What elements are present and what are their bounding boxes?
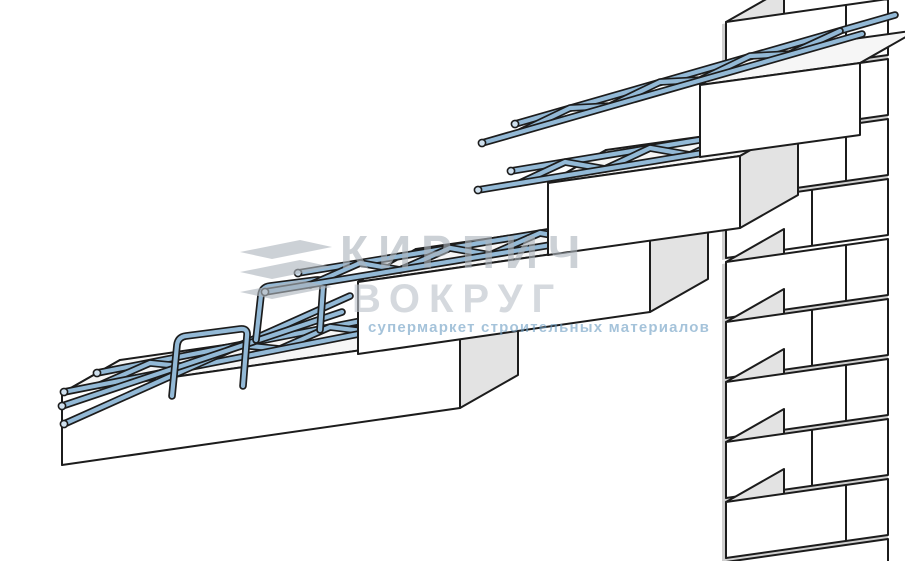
wire-end-cap [473,185,483,195]
reinforcement-truss-top [477,15,895,148]
wire-end-cap [510,119,520,129]
brick-course [725,478,889,559]
brick-course [725,538,889,561]
watermark: КИРПИЧ ВОКРУГ супермаркет строительных м… [240,226,710,336]
brick-front-face [547,155,741,256]
brick-front-face [699,62,861,158]
brick-front-face [61,335,461,466]
wire-end-cap [92,368,102,378]
wire-end-cap [57,401,67,411]
reinforcement-truss-upper [473,127,778,195]
watermark-brand-line2: ВОКРУГ [352,277,563,321]
wire-end-cap [59,387,69,397]
reinforcement-truss-bottom [57,280,503,429]
watermark-brand-line1: КИРПИЧ [340,226,590,278]
wire-end-cap [506,166,516,176]
watermark-tagline: супермаркет строительных материалов [368,319,710,336]
stacked-bricks-icon [240,240,332,299]
wire-end-cap [477,138,487,148]
wire-end-cap [59,419,69,429]
brick-pillar-corner [722,228,889,561]
